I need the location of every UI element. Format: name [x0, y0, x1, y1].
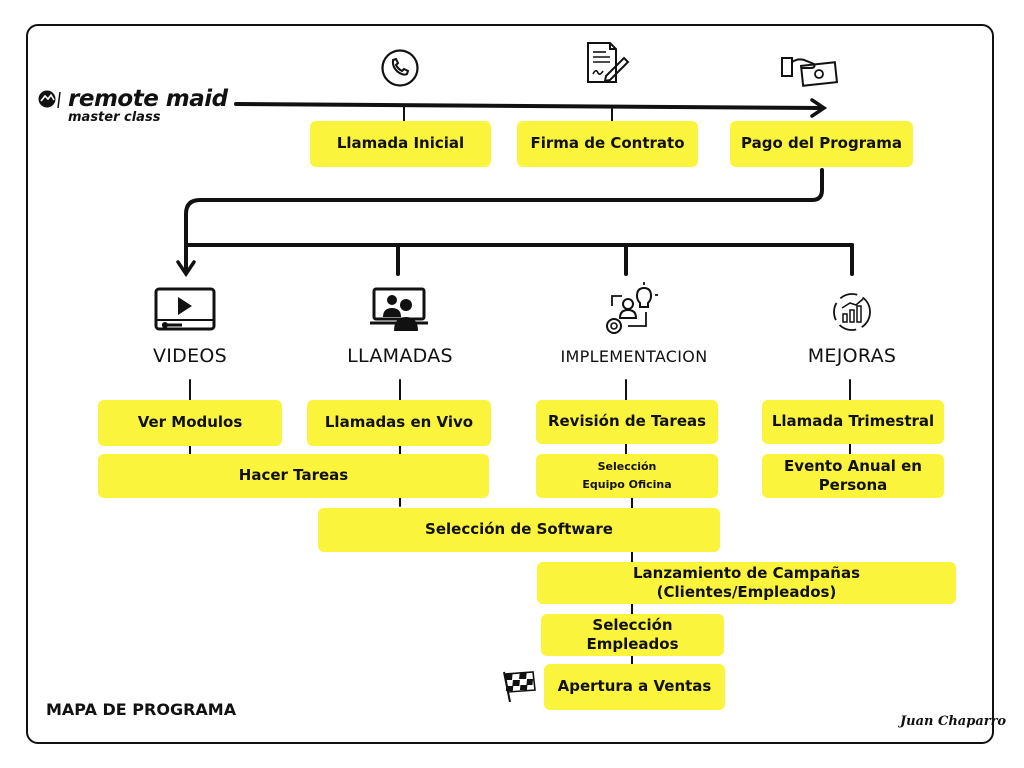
task-evento-anual: Evento Anual en Persona — [762, 454, 944, 498]
heading-implementacion: IMPLEMENTACION — [560, 347, 708, 366]
task-evento-anual-line2: Persona — [818, 476, 888, 494]
task-seleccion-equipo-line2: Equipo Oficina — [582, 478, 672, 491]
author-signature: Juan Chaparro — [900, 714, 1007, 729]
task-llamadas-en-vivo: Llamadas en Vivo — [307, 400, 491, 446]
step-pago-programa: Pago del Programa — [730, 121, 913, 167]
map-title: MAPA DE PROGRAMA — [46, 700, 237, 719]
task-revision-tareas: Revisión de Tareas — [536, 400, 718, 444]
task-seleccion-equipo: Selección Equipo Oficina — [536, 454, 718, 498]
task-ver-modulos: Ver Modulos — [98, 400, 282, 446]
task-lanzamiento-campanas: Lanzamiento de Campañas (Clientes/Emplea… — [537, 562, 956, 604]
brand-name: remote maid — [68, 86, 228, 112]
step-llamada-inicial: Llamada Inicial — [310, 121, 491, 167]
task-llamada-trimestral: Llamada Trimestral — [762, 400, 944, 444]
phone-icon — [381, 49, 419, 87]
brand-subtitle: master class — [68, 110, 161, 125]
video-call-icon — [370, 287, 428, 331]
growth-chart-icon — [833, 293, 871, 331]
task-hacer-tareas: Hacer Tareas — [98, 454, 489, 498]
video-player-icon — [154, 287, 216, 331]
heading-videos: VIDEOS — [152, 345, 228, 367]
heading-mejoras: MEJORAS — [807, 345, 897, 367]
heading-llamadas: LLAMADAS — [347, 345, 453, 367]
badge-icon — [38, 90, 61, 109]
task-seleccion-empleados: Selección Empleados — [541, 614, 724, 656]
implementation-icon — [606, 282, 658, 334]
task-evento-anual-line1: Evento Anual en — [784, 456, 922, 475]
task-seleccion-software: Selección de Software — [318, 508, 720, 552]
task-seleccion-equipo-line1: Selección — [597, 460, 657, 474]
checkered-flag-icon — [503, 671, 536, 703]
payment-icon — [781, 57, 839, 87]
contract-icon — [587, 42, 630, 83]
task-apertura-ventas: Apertura a Ventas — [544, 664, 725, 710]
page-frame — [26, 24, 994, 744]
step-firma-contrato: Firma de Contrato — [517, 121, 698, 167]
